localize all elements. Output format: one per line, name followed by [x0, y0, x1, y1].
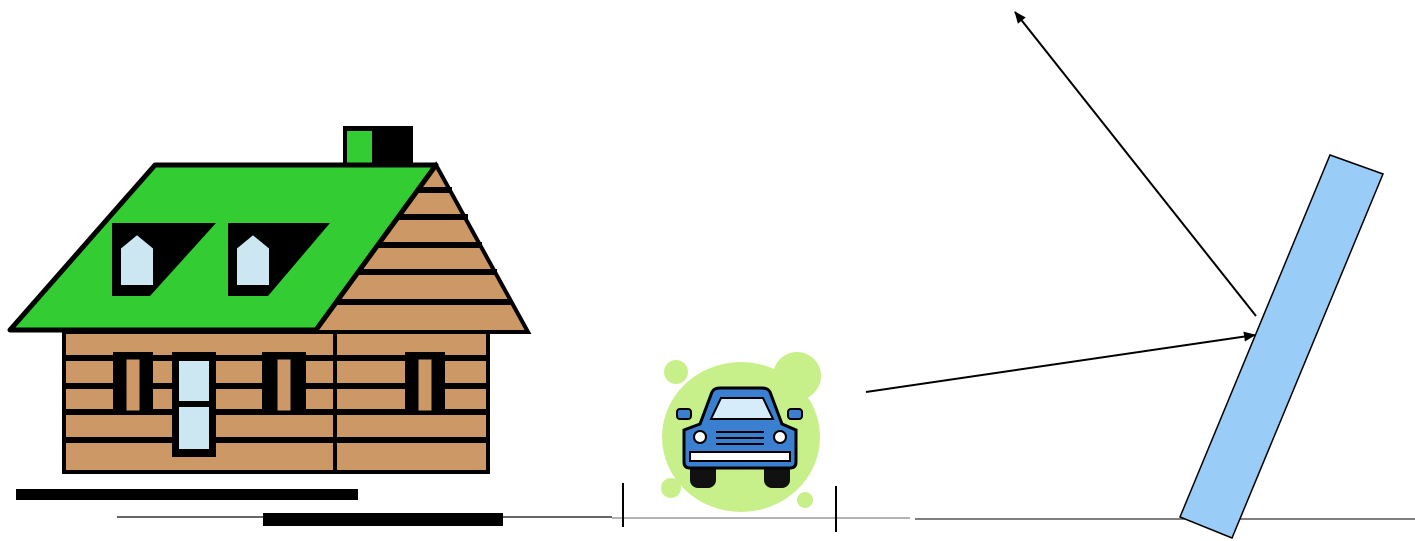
- reflected-arrow: [1015, 12, 1256, 316]
- reflective-panel-icon: [1180, 155, 1383, 538]
- car-headlight-right: [774, 431, 786, 443]
- house-icon: [10, 126, 528, 472]
- car-mirror-left: [677, 409, 691, 419]
- house-door-glass-upper: [178, 360, 210, 402]
- incident-arrow: [866, 335, 1255, 392]
- car-headlight-left: [694, 431, 706, 443]
- house-door-glass-lower: [178, 406, 210, 450]
- car-icon: [661, 352, 821, 512]
- car-mirror-right: [788, 409, 802, 419]
- ground-bar-lower: [263, 513, 503, 526]
- car-windshield: [711, 398, 773, 419]
- car-bumper: [690, 452, 790, 461]
- ground-bar-upper: [16, 489, 358, 500]
